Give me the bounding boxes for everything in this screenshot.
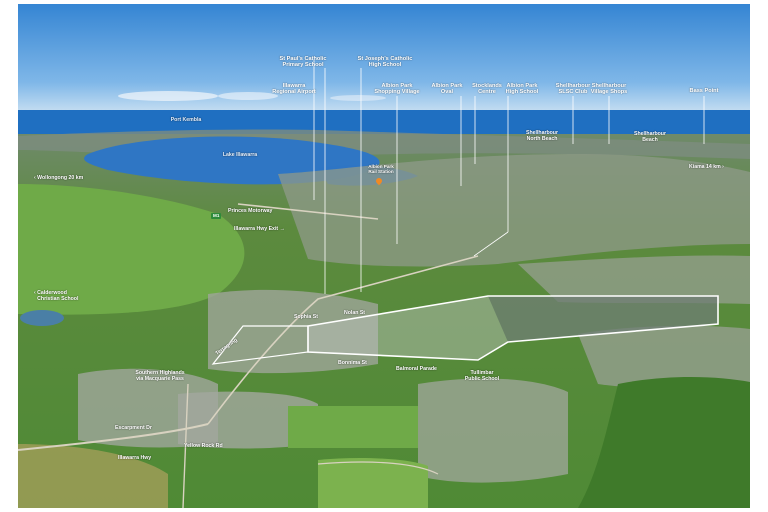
town-albion-park xyxy=(278,154,750,267)
label-balmoral-parade: Balmoral Parade xyxy=(396,366,437,372)
label-princes-motorway: Princes Motorway xyxy=(228,208,273,214)
label-albion-park-village: Albion Park Shopping Village xyxy=(374,83,420,96)
cloud xyxy=(330,95,386,101)
direction-kiama: Kiama 14 km › xyxy=(689,164,724,170)
label-stocklands: Stocklands Centre xyxy=(472,83,502,96)
label-tullimbar-school: Tullimbar Public School xyxy=(464,370,500,382)
label-illawarra-airport: Illawarra Regional Airport xyxy=(272,83,316,96)
arrow-left-icon: ‹ xyxy=(34,290,38,296)
suburb-centre xyxy=(208,289,378,374)
motorway xyxy=(237,203,379,220)
road xyxy=(207,255,479,425)
town-east xyxy=(518,255,750,304)
label-nolan-st: Nolan St xyxy=(344,310,366,316)
label-yellow-rock-rd: Yellow Rock Rd xyxy=(184,443,223,449)
suburb-lower-mid xyxy=(178,391,318,449)
label-st-pauls-school: St Paul's Catholic Primary School xyxy=(279,56,327,69)
label-village-shops: Shellharbour Village Shops xyxy=(590,83,628,96)
label-calderwood-school-text: Calderwood Christian School xyxy=(37,290,79,302)
label-calderwood-school: ‹ Calderwood Christian School xyxy=(34,290,78,302)
label-illawarra-hwy: Illawarra Hwy xyxy=(118,455,152,461)
label-sophia-st: Sophia St xyxy=(294,314,318,320)
suburb-lower-right xyxy=(418,378,568,483)
cloud xyxy=(218,92,278,100)
development-boundary-west xyxy=(211,325,309,365)
arrow-right-icon: › xyxy=(720,164,724,170)
label-southern-highlands: Southern Highlands via Macquarie Pass xyxy=(135,370,185,382)
label-albion-park-high: Albion Park High School xyxy=(505,83,539,96)
road xyxy=(18,423,209,451)
label-port-kembla: Port Kembla xyxy=(170,117,202,123)
direction-kiama-text: Kiama 14 km xyxy=(689,164,721,170)
label-escarpment-dr: Escarpment Dr xyxy=(115,425,152,431)
leader-line xyxy=(473,231,509,257)
label-shellharbour-north: Shellharbour North Beach xyxy=(526,130,558,142)
cloud xyxy=(118,91,218,101)
label-albion-park-rail: Albion Park Rail Station xyxy=(368,164,394,174)
m1-badge: M1 xyxy=(211,213,222,219)
arrow-left-icon: ‹ xyxy=(34,175,38,181)
label-slsc-club: Shellharbour SLSC Club xyxy=(555,83,591,96)
development-boundary xyxy=(307,295,719,361)
label-shellharbour-beach: Shellharbour Beach xyxy=(634,131,666,143)
aerial-scene xyxy=(18,4,750,508)
label-bass-point: Bass Point xyxy=(689,88,719,94)
direction-wollongong-text: Wollongong 20 km xyxy=(37,175,84,181)
park-field xyxy=(288,406,418,448)
label-bonnima-st: Bonnima St xyxy=(338,360,367,366)
green-fields-west xyxy=(18,184,245,315)
label-lake-illawarra: Lake Illawarra xyxy=(222,152,258,158)
label-illawarra-hwy-exit: Illawarra Hwy Exit → xyxy=(234,226,285,232)
forest-right xyxy=(578,377,750,508)
suburb-right xyxy=(578,325,750,388)
road xyxy=(182,383,189,508)
pond xyxy=(20,310,64,326)
development-stage-future xyxy=(488,296,718,342)
road xyxy=(317,461,439,475)
direction-wollongong: ‹ Wollongong 20 km xyxy=(34,175,83,181)
paddock xyxy=(18,444,168,508)
aerial-photo: St Paul's Catholic Primary School St Jos… xyxy=(18,4,750,508)
label-albion-park-oval: Albion Park Oval xyxy=(431,83,463,96)
field-bottom xyxy=(318,458,428,508)
label-illawarra-hwy-exit-text: Illawarra Hwy Exit xyxy=(234,226,279,232)
label-st-josephs-school: St Joseph's Catholic High School xyxy=(357,56,413,69)
arrow-right-icon: → xyxy=(278,226,285,232)
